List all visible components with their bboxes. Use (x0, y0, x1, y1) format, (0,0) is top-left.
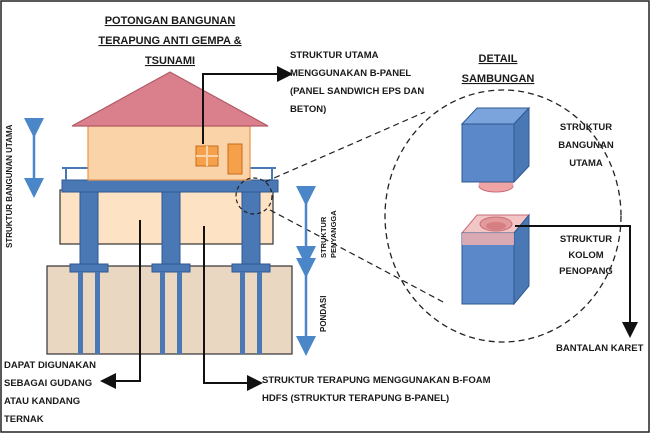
detail-connector-bottom (269, 209, 446, 304)
gudang-line-2: SEBAGAI GUDANG (4, 378, 92, 389)
kolom-penopang-line-2: KOLOM (568, 250, 603, 261)
gudang-line-3: ATAU KANDANG (4, 396, 80, 407)
struktur-utama-line-3: (PANEL SANDWICH EPS DAN (290, 86, 424, 97)
struktur-utama-line-2: MENGGUNAKAN B-PANEL (290, 68, 411, 79)
side-label-penyangga-2: PENYANGGA (329, 210, 338, 258)
bantalan-karet-label: BANTALAN KARET (556, 343, 644, 354)
window (195, 145, 219, 167)
detail-marker-circle (235, 177, 273, 215)
foundation-ground (46, 265, 293, 355)
railing (62, 167, 276, 180)
bangunan-utama-line-3: UTAMA (569, 158, 603, 169)
side-label-penyangga-1: STRUKTUR (319, 216, 328, 258)
title-line-2: TERAPUNG ANTI GEMPA & (98, 35, 241, 47)
house-walls (87, 125, 251, 181)
struktur-terapung-arrow (203, 226, 263, 391)
struktur-utama-line-4: BETON) (290, 104, 326, 115)
lower-cube (460, 213, 531, 306)
detail-title-line-1: DETAIL (479, 53, 518, 65)
struktur-utama-arrow (202, 66, 293, 144)
gudang-line-1: DAPAT DIGUNAKAN (4, 360, 96, 371)
side-label-bangunan-utama: STRUKTUR BANGUNAN UTAMA (5, 124, 14, 248)
bangunan-utama-line-2: BANGUNAN (558, 140, 614, 151)
detail-circle (384, 89, 622, 343)
kolom-penopang-line-3: PENOPANG (559, 266, 613, 277)
title-line-1: POTONGAN BANGUNAN (105, 15, 236, 27)
side-label-pondasi: PONDASI (319, 296, 328, 332)
bangunan-utama-line-1: STRUKTUR (560, 122, 612, 133)
gudang-arrow (100, 220, 141, 389)
detail-title-line-2: SAMBUNGAN (462, 73, 535, 85)
floor-platform (61, 179, 279, 193)
door (227, 143, 243, 175)
kolom-penopang-line-1: STRUKTUR (560, 234, 612, 245)
upper-cube (460, 106, 531, 193)
struktur-terapung-line-2: HDFS (STRUKTUR TERAPUNG B-PANEL) (262, 393, 449, 404)
detail-connector-top (264, 111, 426, 183)
struktur-utama-line-1: STRUKTUR UTAMA (290, 50, 379, 61)
gudang-line-4: TERNAK (4, 414, 44, 425)
bantalan-karet-arrow (515, 225, 638, 338)
title-line-3: TSUNAMI (145, 55, 195, 67)
house-roof (71, 71, 269, 127)
struktur-terapung-line-1: STRUKTUR TERAPUNG MENGGUNAKAN B-FOAM (262, 375, 491, 386)
